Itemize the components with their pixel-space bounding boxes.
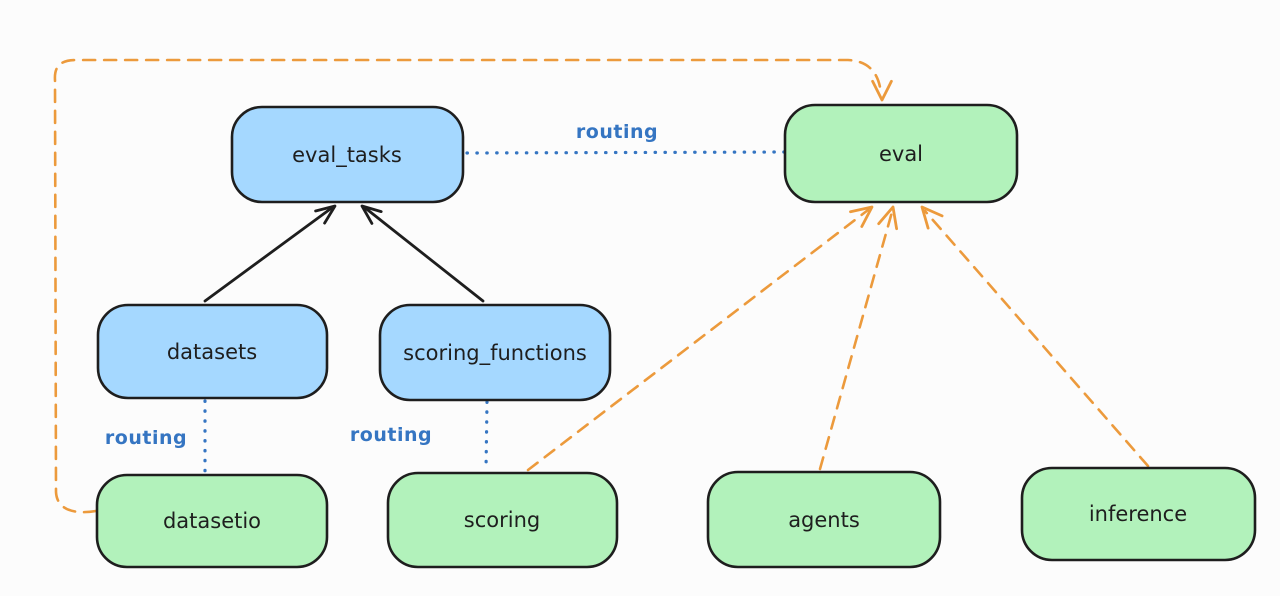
node-label: datasetio [163, 509, 261, 533]
edge-line [362, 205, 485, 303]
edge-agents-to-eval [818, 205, 898, 471]
node-box [230, 105, 465, 204]
edge-label-routing-middle: routing [350, 424, 432, 446]
node-agents: agents [706, 470, 942, 569]
node-box [783, 103, 1019, 204]
edge-scoring-functions-to-eval-tasks [360, 204, 485, 303]
node-datasets: datasets [96, 303, 329, 400]
arrowhead-icon [920, 205, 944, 230]
node-box [1020, 466, 1257, 562]
edge-line [818, 210, 894, 471]
node-eval: eval [783, 103, 1019, 204]
node-label: agents [788, 508, 860, 532]
edge-line [465, 150, 786, 155]
edge-inference-to-eval [920, 205, 1150, 468]
node-box [378, 303, 612, 402]
node-label: eval_tasks [292, 143, 402, 168]
edge-line [203, 205, 335, 303]
node-box [95, 473, 329, 569]
node-inference: inference [1020, 466, 1257, 562]
edge-label-routing-left: routing [105, 427, 187, 449]
edge-line [53, 58, 883, 514]
node-label: eval [879, 142, 923, 166]
edge-eval-tasks-to-eval: routing [465, 121, 786, 155]
node-label: scoring [464, 508, 540, 532]
node-box [706, 470, 942, 569]
edge-datasets-to-eval-tasks [203, 204, 337, 303]
node-datasetio: datasetio [95, 473, 329, 569]
node-label: inference [1089, 502, 1187, 526]
arrowhead-icon [360, 204, 383, 225]
edge-label-routing-top: routing [576, 121, 658, 143]
node-label: datasets [167, 340, 257, 364]
arrowhead-icon [871, 79, 893, 102]
node-scoring: scoring [386, 471, 619, 569]
node-scoring-functions: scoring_functions [378, 303, 612, 402]
arrowhead-icon [877, 205, 898, 231]
node-eval-tasks: eval_tasks [230, 105, 465, 204]
edge-line [484, 400, 489, 472]
edge-scoring-functions-to-scoring: routing [350, 400, 489, 472]
node-box [96, 303, 329, 400]
arrowhead-icon [314, 204, 337, 225]
node-label: scoring_functions [403, 341, 587, 366]
edge-line [526, 208, 870, 472]
edge-scoring-to-eval [526, 205, 874, 472]
edge-datasets-to-datasetio: routing [105, 399, 207, 473]
node-box [386, 471, 619, 569]
edge-line [923, 209, 1150, 468]
arrowhead-icon [849, 205, 874, 228]
edge-datasetio-to-eval [53, 58, 893, 514]
